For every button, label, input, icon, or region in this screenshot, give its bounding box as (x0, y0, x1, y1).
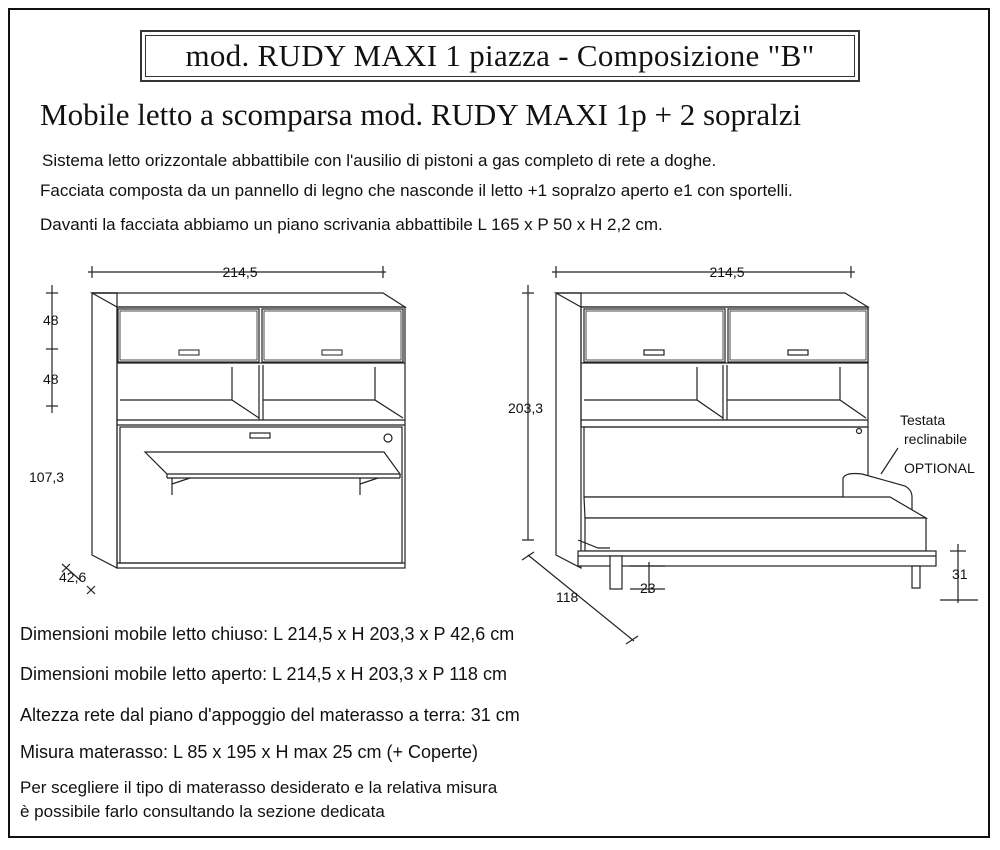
product-heading: Mobile letto a scomparsa mod. RUDY MAXI … (40, 97, 802, 132)
headboard-label: Testata (900, 412, 945, 428)
open-height-label: 203,3 (508, 400, 543, 416)
spec-closed: Dimensioni mobile letto chiuso: L 214,5 … (20, 624, 515, 644)
spec-height: Altezza rete dal piano d'appoggio del ma… (20, 705, 520, 725)
frame-height-label: 31 (952, 566, 968, 582)
open-width-label: 214,5 (709, 264, 744, 280)
headboard-label: reclinabile (904, 431, 967, 447)
description-line: Davanti la facciata abbiamo un piano scr… (40, 215, 663, 234)
optional-label: OPTIONAL (904, 460, 975, 476)
open-view-drawing (521, 266, 978, 645)
closed-width-label: 214,5 (222, 264, 257, 280)
leg-height-label: 23 (640, 580, 656, 596)
spec-note: Per scegliere il tipo di materasso desid… (20, 778, 498, 797)
title-box: mod. RUDY MAXI 1 piazza - Composizione "… (140, 30, 860, 82)
spec-note: è possibile farlo consultando la sezione… (20, 802, 385, 821)
page-border (8, 8, 990, 838)
description-line: Sistema letto orizzontale abbattibile co… (42, 151, 717, 170)
spec-open: Dimensioni mobile letto aperto: L 214,5 … (20, 664, 507, 684)
spec-mattress: Misura materasso: L 85 x 195 x H max 25 … (20, 742, 479, 762)
closed-bottom-height-label: 107,3 (29, 469, 64, 485)
page-title: mod. RUDY MAXI 1 piazza - Composizione "… (185, 38, 815, 73)
description-line: Facciata composta da un pannello di legn… (40, 181, 793, 200)
open-depth-label: 118 (556, 589, 579, 605)
closed-mid-height-label: 48 (43, 371, 59, 387)
closed-depth-label: 42,6 (59, 569, 86, 585)
closed-top-height-label: 48 (43, 312, 59, 328)
closed-view-drawing (46, 266, 408, 595)
